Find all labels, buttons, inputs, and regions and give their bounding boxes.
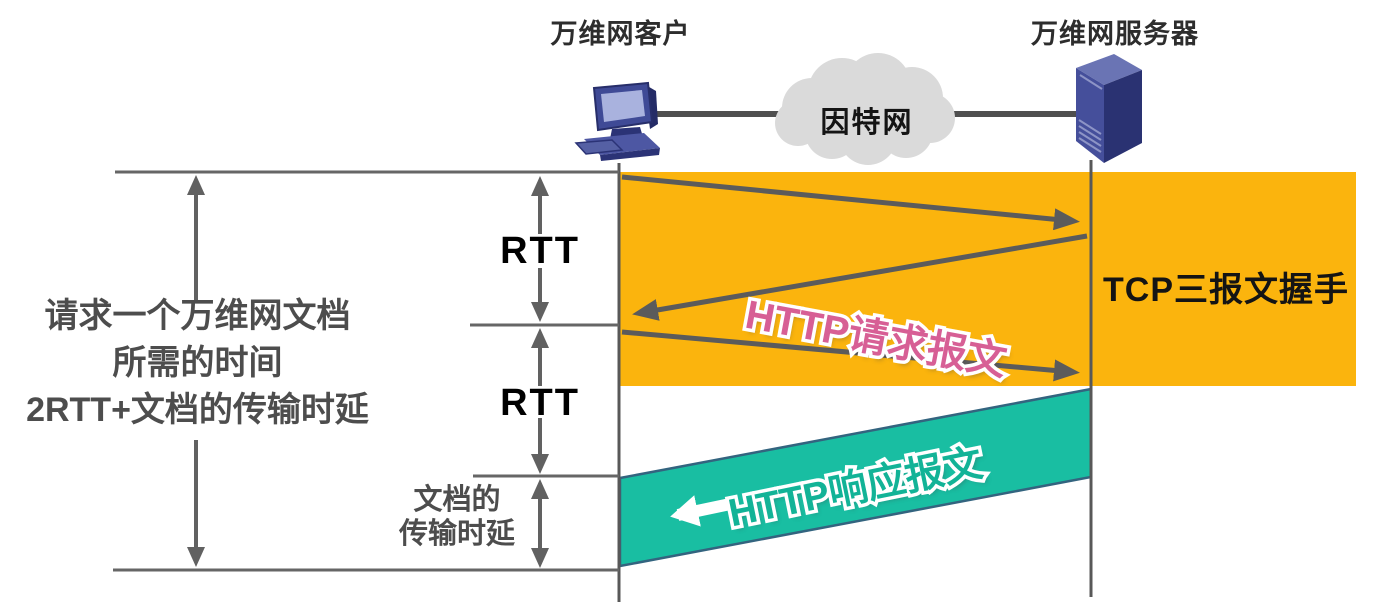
- client-node-label: 万维网客户: [550, 19, 691, 49]
- http-response-label-fill: HTTP响应报文: [725, 441, 987, 536]
- http-response-label: HTTP响应报文 HTTP响应报文: [722, 424, 1027, 539]
- total-time-note-line2: 所需的时间: [112, 344, 283, 382]
- total-time-note-line3: 2RTT+文档的传输时延: [26, 391, 369, 429]
- server-node-label: 万维网服务器: [1031, 19, 1199, 49]
- internet-label: 因特网: [820, 107, 914, 139]
- rtt1-label: RTT: [500, 230, 580, 272]
- doc-delay-label-line2: 传输时延: [398, 518, 515, 550]
- doc-delay-label: 文档的 传输时延: [378, 483, 536, 551]
- tcp-handshake-label: TCP三报文握手: [1103, 271, 1349, 309]
- total-time-note: 请求一个万维网文档 所需的时间 2RTT+文档的传输时延: [10, 293, 385, 434]
- doc-delay-label-line1: 文档的: [413, 484, 501, 516]
- server-tower-icon: [1076, 54, 1142, 163]
- rtt2-label: RTT: [500, 382, 580, 424]
- total-time-note-line1: 请求一个万维网文档: [44, 297, 351, 335]
- client-computer-icon: [574, 81, 660, 161]
